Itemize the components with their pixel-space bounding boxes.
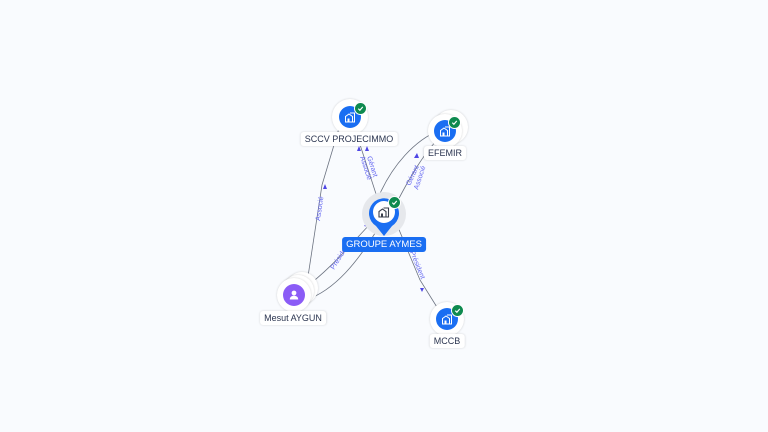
person-icon — [289, 290, 299, 300]
node-circle[interactable] — [283, 284, 305, 306]
edge-label-president: Président — [408, 250, 426, 280]
building-icon — [440, 126, 450, 137]
verified-check-icon — [448, 116, 461, 129]
verified-check-icon — [388, 196, 401, 209]
verified-check-icon — [451, 304, 464, 317]
arrow-marker — [357, 146, 361, 151]
node-label[interactable]: GROUPE AYMES — [342, 237, 426, 252]
arrow-marker — [365, 146, 369, 151]
arrow-marker — [414, 153, 419, 158]
arrow-marker — [420, 288, 424, 292]
verified-check-icon — [354, 102, 367, 115]
building-icon — [378, 207, 390, 218]
edge-label-associe: Associé — [315, 196, 325, 221]
building-icon — [442, 314, 452, 325]
building-icon — [345, 112, 355, 123]
node-label[interactable]: Mesut AYGUN — [260, 311, 326, 325]
node-label[interactable]: MCCB — [429, 334, 465, 348]
arrow-marker — [323, 184, 327, 189]
node-label[interactable]: SCCV PROJECIMMO — [300, 132, 398, 146]
node-label[interactable]: EFEMIR — [423, 146, 467, 160]
